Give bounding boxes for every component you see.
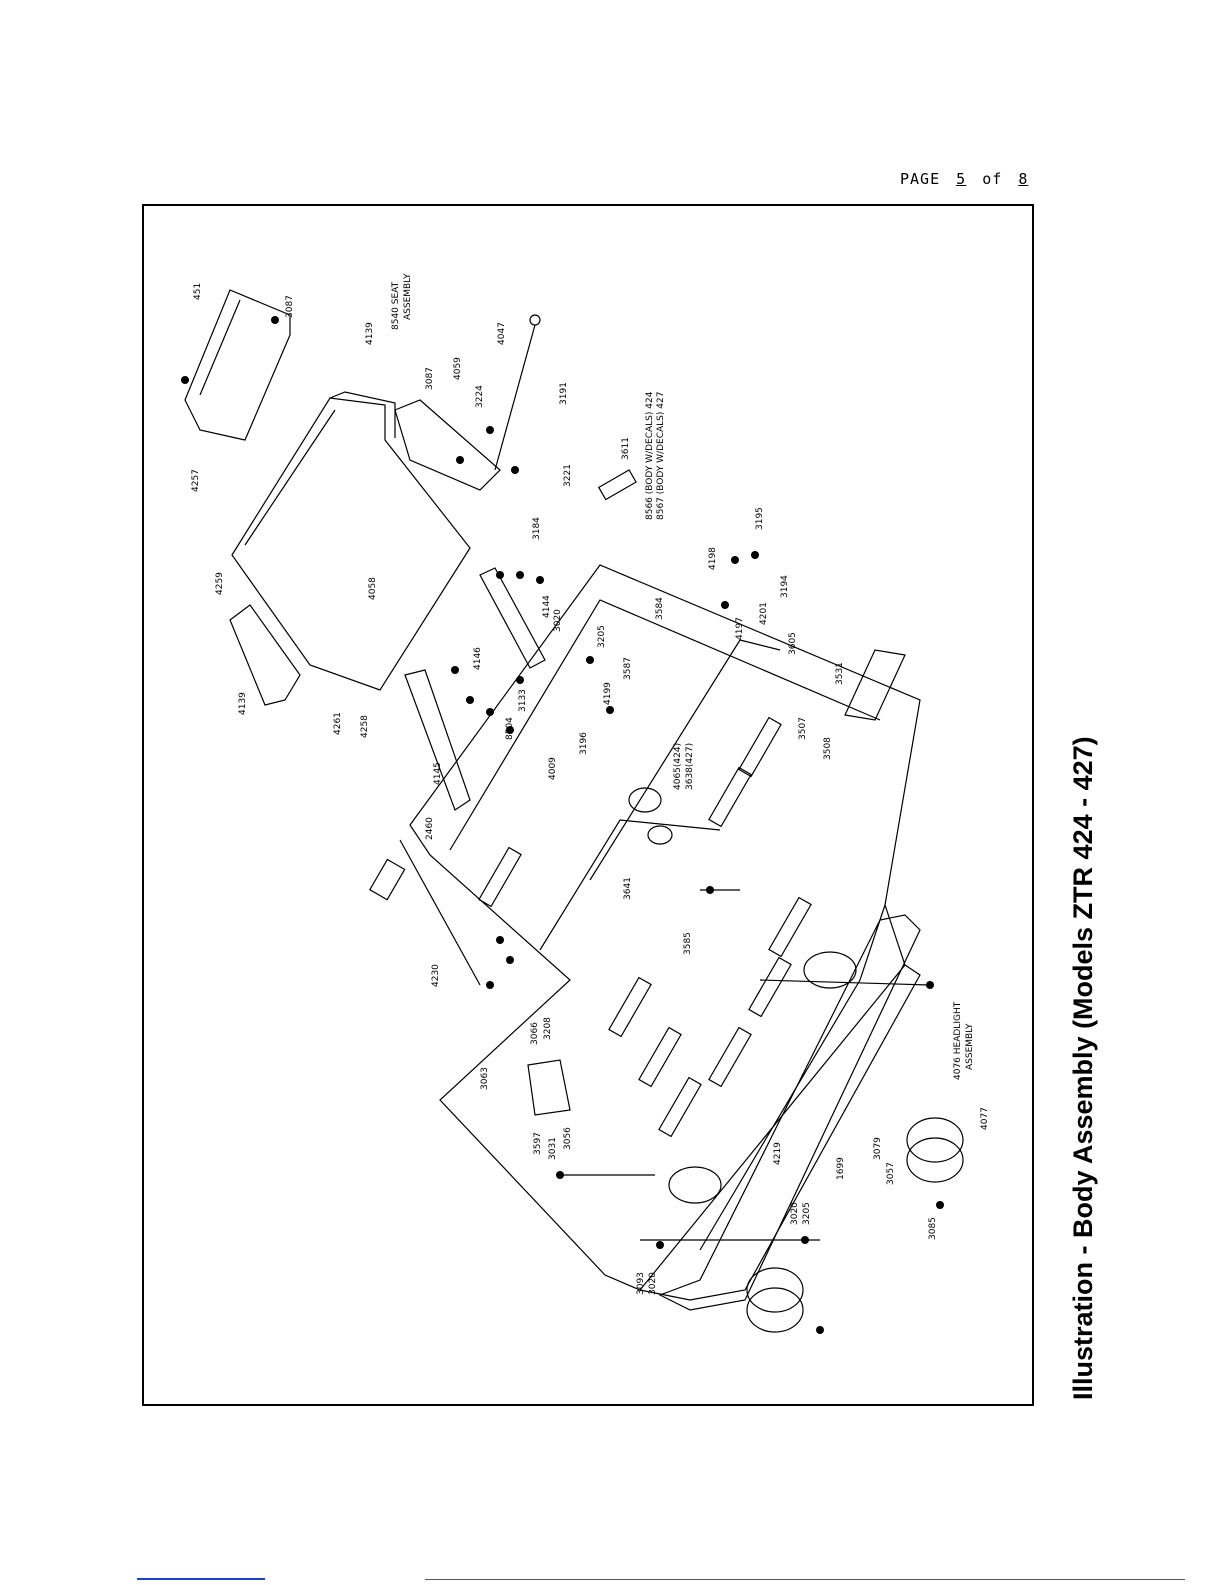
callout-3507: 3507 xyxy=(798,717,808,740)
callout-8566: 8566 (BODY W/DECALS) 424 xyxy=(645,391,655,520)
callout-3133: 3133 xyxy=(518,689,528,712)
callout-4198: 4198 xyxy=(708,547,718,570)
callout-4144: 4144 xyxy=(542,595,552,618)
callout-4197: 4197 xyxy=(735,617,745,640)
part-callouts: 451 3087 4257 4139 8540 SEAT ASSEMBLY 30… xyxy=(191,273,990,1295)
callout-3597: 3597 xyxy=(533,1132,543,1155)
callout-3638: 3638(427) xyxy=(685,743,695,790)
callout-4146: 4146 xyxy=(473,647,483,670)
page-label: PAGE xyxy=(900,170,941,188)
callout-3611: 3611 xyxy=(621,437,631,460)
callout-3191: 3191 xyxy=(559,382,569,405)
callout-8504: 8504 xyxy=(505,717,515,740)
callout-3221: 3221 xyxy=(563,464,573,487)
seat-bolster xyxy=(229,604,301,706)
page-total: 8 xyxy=(1018,170,1029,188)
callout-3508: 3508 xyxy=(823,737,833,760)
callout-3087-b: 3087 xyxy=(425,367,435,390)
callout-3020-c: 3020 xyxy=(648,1272,658,1295)
callout-4199: 4199 xyxy=(603,682,613,705)
decal-3597 xyxy=(527,1059,571,1116)
footer-rule xyxy=(425,1579,1185,1580)
callout-4139-b: 4139 xyxy=(238,692,248,715)
callout-4261: 4261 xyxy=(333,712,343,735)
callout-3031: 3031 xyxy=(548,1137,558,1160)
callout-3066: 3066 xyxy=(530,1022,540,1045)
page-number: 5 xyxy=(956,170,967,188)
callout-2460: 2460 xyxy=(425,817,435,840)
callout-3208: 3208 xyxy=(543,1017,553,1040)
callout-3079: 3079 xyxy=(873,1137,883,1160)
callout-3093: 3093 xyxy=(636,1272,646,1295)
headlight-left xyxy=(746,1287,804,1333)
illustration-title: Illustration - Body Assembly (Models ZTR… xyxy=(1068,736,1098,1400)
hardware-fasteners xyxy=(181,316,944,1334)
seat-rail-left xyxy=(404,669,471,811)
callout-8567: 8567 (BODY W/DECALS) 427 xyxy=(656,392,666,520)
callout-3184: 3184 xyxy=(532,517,542,540)
callout-3584: 3584 xyxy=(655,597,665,620)
seat-rail-right xyxy=(479,567,546,669)
callout-4059: 4059 xyxy=(453,357,463,380)
callout-3196: 3196 xyxy=(579,732,589,755)
callout-4139: 4139 xyxy=(365,322,375,345)
callout-3063: 3063 xyxy=(480,1067,490,1090)
headlight-right xyxy=(906,1137,964,1183)
seat-cushion xyxy=(231,397,471,691)
callout-4047: 4047 xyxy=(497,322,507,345)
callout-3194: 3194 xyxy=(780,575,790,598)
callout-3057: 3057 xyxy=(886,1162,896,1185)
seat-mount-bracket xyxy=(184,289,291,441)
callout-3020: 3020 xyxy=(553,609,563,632)
headlight-opening-right xyxy=(803,951,857,989)
callout-3587: 3587 xyxy=(623,657,633,680)
callout-3531: 3531 xyxy=(835,662,845,685)
callout-4219: 4219 xyxy=(773,1142,783,1165)
callout-1699: 1699 xyxy=(836,1157,846,1180)
callout-4076: 4076 HEADLIGHT xyxy=(953,1001,963,1080)
drawing-linework xyxy=(184,289,964,1333)
callout-8540: 8540 SEAT xyxy=(391,281,401,330)
callout-4230: 4230 xyxy=(431,964,441,987)
callout-3085: 3085 xyxy=(928,1217,938,1240)
callout-4065: 4065(424) xyxy=(673,743,683,790)
callout-3020-b: 3020 xyxy=(790,1202,800,1225)
callout-451: 451 xyxy=(193,283,203,300)
callout-3205-b: 3205 xyxy=(802,1202,812,1225)
illustration-frame xyxy=(142,204,1034,1406)
callout-3056: 3056 xyxy=(563,1127,573,1150)
footer-link-underline[interactable] xyxy=(137,1578,265,1580)
callout-8540-sub: ASSEMBLY xyxy=(403,273,413,320)
callout-4201: 4201 xyxy=(759,602,769,625)
callout-4077: 4077 xyxy=(980,1107,990,1130)
seat-rod xyxy=(494,324,536,471)
callout-4058: 4058 xyxy=(368,577,378,600)
vent-slots xyxy=(478,716,812,1138)
callout-4009: 4009 xyxy=(548,757,558,780)
callout-3205: 3205 xyxy=(597,625,607,648)
callout-4259: 4259 xyxy=(215,572,225,595)
seat-latch xyxy=(597,469,637,501)
of-label: of xyxy=(982,170,1003,188)
headlight-opening-left xyxy=(668,1166,722,1204)
callout-4258: 4258 xyxy=(360,715,370,738)
body-front-edge xyxy=(639,964,921,1301)
callout-3087: 3087 xyxy=(285,295,295,318)
callout-3195: 3195 xyxy=(755,507,765,530)
page-number-header: PAGE 5 of 8 xyxy=(900,170,1070,194)
callout-4076-sub: ASSEMBLY xyxy=(965,1023,975,1070)
seat-plate xyxy=(394,399,501,491)
front-bumper xyxy=(658,914,921,1311)
callout-3224: 3224 xyxy=(475,385,485,408)
decal-3531 xyxy=(844,649,906,721)
body-panel-inner-edge xyxy=(449,599,881,851)
callout-4257: 4257 xyxy=(191,469,201,492)
callout-3585: 3585 xyxy=(683,932,693,955)
callout-3605: 3605 xyxy=(788,632,798,655)
callout-3641: 3641 xyxy=(623,877,633,900)
callout-4145: 4145 xyxy=(433,762,443,785)
